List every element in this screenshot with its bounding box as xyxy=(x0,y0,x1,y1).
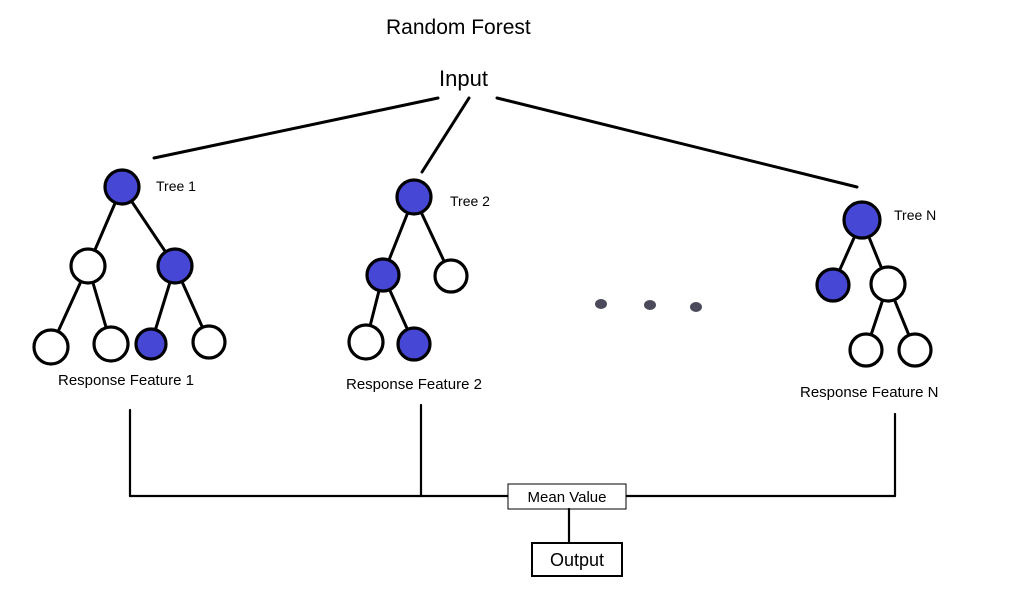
output-box: Output xyxy=(531,542,623,577)
tree-node xyxy=(815,267,851,303)
tree-node xyxy=(365,257,401,293)
tree-label: Tree 1 xyxy=(156,178,196,194)
response-feature-label: Response Feature 2 xyxy=(346,376,482,393)
tree-node xyxy=(396,326,432,362)
tree-node xyxy=(842,200,882,240)
tree-node xyxy=(897,332,933,368)
tree-1: Tree 1 Response Feature 1 xyxy=(32,168,227,389)
ellipsis-dot xyxy=(690,302,702,312)
tree-node xyxy=(69,247,107,285)
input-edge-tree-n xyxy=(495,96,859,189)
tree-node xyxy=(869,265,907,303)
tree-node xyxy=(103,168,141,206)
tree-n: Tree N Response Feature N xyxy=(800,200,938,401)
ellipsis-dot xyxy=(595,299,607,309)
tree-node xyxy=(156,247,194,285)
mean-value-box: Mean Value xyxy=(507,483,627,510)
input-edge-tree-1 xyxy=(152,96,440,160)
output-label: Output xyxy=(550,550,604,570)
tree-node xyxy=(848,332,884,368)
response-feature-label: Response Feature 1 xyxy=(58,372,194,389)
ellipsis-dot xyxy=(644,300,656,310)
tree-node xyxy=(92,325,130,363)
input-label: Input xyxy=(439,66,488,91)
tree-node xyxy=(134,327,168,361)
tree-node xyxy=(191,324,227,360)
mean-value-label: Mean Value xyxy=(528,489,607,506)
tree-node xyxy=(395,178,433,216)
tree-label: Tree N xyxy=(894,207,936,223)
input-edge-tree-2 xyxy=(420,96,471,174)
tree-node xyxy=(433,258,469,294)
tree-node xyxy=(347,323,385,361)
tree-node xyxy=(32,328,70,366)
ellipsis-dots xyxy=(595,299,702,312)
mean-value-frame xyxy=(507,483,627,510)
output-frame xyxy=(531,542,623,577)
tree-2: Tree 2 Response Feature 2 xyxy=(346,178,490,393)
response-feature-label: Response Feature N xyxy=(800,384,938,401)
tree-label: Tree 2 xyxy=(450,193,490,209)
diagram-title: Random Forest xyxy=(386,16,531,39)
